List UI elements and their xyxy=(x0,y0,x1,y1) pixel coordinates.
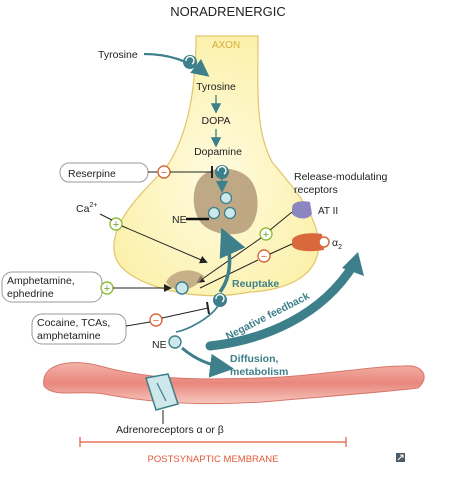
calcium-label: Ca2+ xyxy=(76,202,97,215)
ne-granule-3 xyxy=(207,206,221,220)
reuptake-arrow xyxy=(218,227,246,294)
axon-label: AXON xyxy=(212,40,240,51)
release-site-bulge xyxy=(166,270,204,290)
cocaine-label-line2: amphetamine xyxy=(37,330,101,342)
ne-cleft-label: NE xyxy=(152,339,167,351)
negative-feedback-arrow xyxy=(205,259,359,351)
ne-granule-1 xyxy=(219,191,233,205)
at2-label: AT II xyxy=(318,206,338,217)
diffusion-label-line2: metabolism xyxy=(230,366,288,378)
reuptake-label: Reuptake xyxy=(232,278,279,290)
cocaine-minus-symbol: − xyxy=(153,315,159,327)
at2-plus-icon xyxy=(259,227,273,241)
calcium-plus-icon xyxy=(109,217,123,231)
postsynaptic-membrane-band xyxy=(43,362,425,405)
alpha2-label: α2 xyxy=(332,237,342,251)
alpha2-receptor-icon xyxy=(292,233,324,252)
ne-cleft-icon xyxy=(168,335,182,349)
cocaine-box xyxy=(31,313,127,345)
ne-granule-2 xyxy=(223,206,237,220)
tyrosine-entry-arrow xyxy=(143,52,210,77)
postsynaptic-membrane-label: POSTSYNAPTIC MEMBRANE xyxy=(148,454,279,465)
diffusion-arrow xyxy=(181,346,234,378)
cocaine-label-line1: Cocaine, TCAs, xyxy=(37,317,110,329)
alpha2-minus-icon xyxy=(257,249,271,263)
amphetamine-label-line1: Amphetamine, xyxy=(7,275,75,287)
pathway-dopa: DOPA xyxy=(202,115,231,127)
at2-plus-symbol: + xyxy=(263,229,269,241)
tyrosine-outside-label: Tyrosine xyxy=(98,49,138,61)
receptors-title-line1: Release-modulating xyxy=(294,171,388,183)
reserpine-label: Reserpine xyxy=(68,168,116,180)
pathway-dopamine: Dopamine xyxy=(194,146,242,158)
pathway-tyrosine: Tyrosine xyxy=(196,81,236,93)
diffusion-label-line1: Diffusion, xyxy=(230,353,278,365)
calcium-arrow xyxy=(121,225,208,264)
reserpine-minus-symbol: − xyxy=(161,167,167,179)
diagram-title: NORADRENERGIC xyxy=(170,4,286,19)
receptors-title-line2: receptors xyxy=(294,184,338,196)
amphetamine-plus-symbol: + xyxy=(104,283,110,295)
cocaine-minus-icon xyxy=(149,313,163,327)
ne-vesicle-label: NE xyxy=(172,214,187,226)
at2-receptor-icon xyxy=(292,201,312,219)
amphetamine-label-line2: ephedrine xyxy=(7,288,54,300)
calcium-plus-symbol: + xyxy=(113,219,119,231)
adrenoreceptors-label: Adrenoreceptors α or β xyxy=(116,424,224,436)
release-ne-icon xyxy=(175,281,189,295)
alpha2-minus-symbol: − xyxy=(261,251,267,263)
